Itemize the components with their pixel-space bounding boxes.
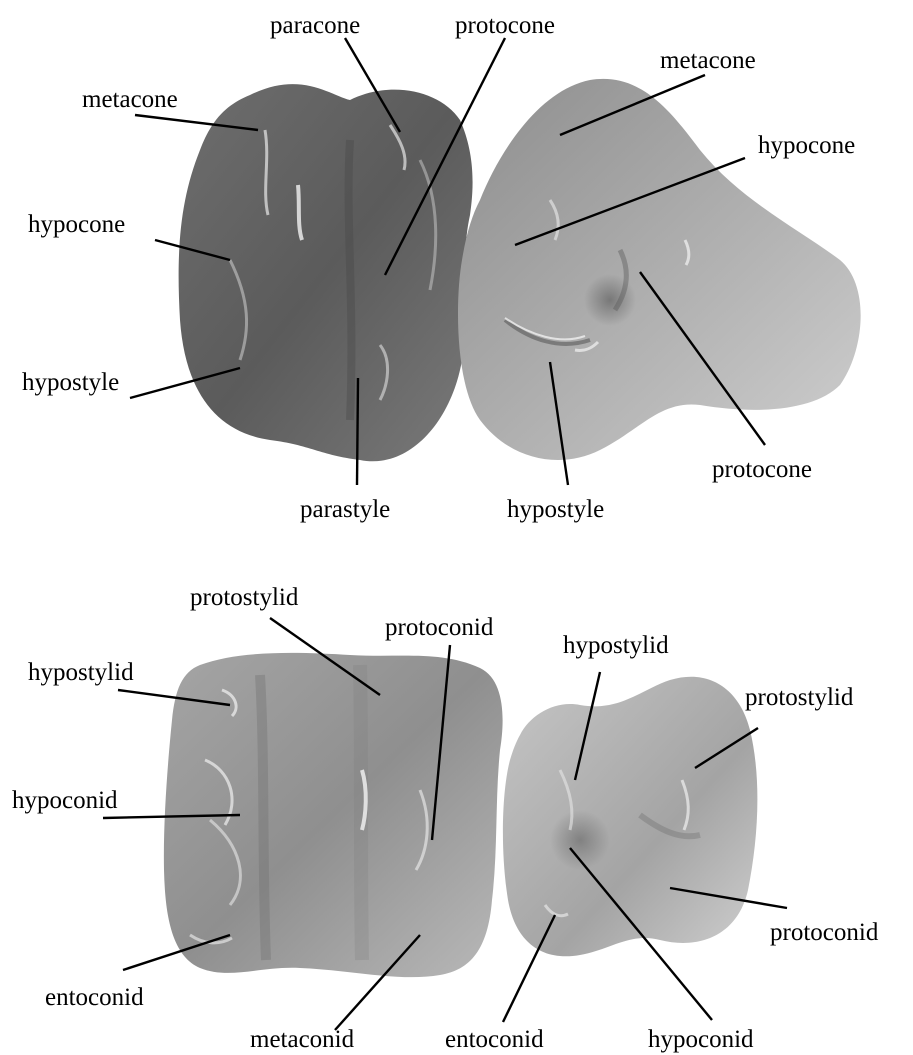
label-hypocone-left: hypocone	[28, 211, 125, 238]
label-protostylid-right: protostylid	[745, 684, 854, 711]
label-metacone-right: metacone	[660, 47, 756, 74]
label-protoconid-left: protoconid	[385, 614, 494, 641]
label-hypostylid-left: hypostylid	[28, 659, 134, 686]
label-metaconid: metaconid	[250, 1026, 355, 1053]
label-hypoconid-right: hypoconid	[648, 1026, 754, 1053]
label-hypostylid-right: hypostylid	[563, 632, 669, 659]
label-entoconid-left: entoconid	[45, 984, 144, 1011]
label-protoconid-right: protoconid	[770, 919, 879, 946]
leader-parastyle	[357, 378, 358, 485]
label-hypostyle-right: hypostyle	[507, 496, 604, 523]
upper-left-molar	[179, 84, 473, 461]
label-metacone-left: metacone	[82, 86, 178, 113]
label-hypocone-right: hypocone	[758, 132, 855, 159]
label-hypostyle-left: hypostyle	[22, 369, 119, 396]
label-parastyle: parastyle	[300, 496, 390, 523]
label-entoconid-right: entoconid	[445, 1026, 544, 1053]
label-hypoconid-left: hypoconid	[12, 787, 118, 814]
label-protocone-left: protocone	[455, 12, 555, 39]
lower-right-premolar	[503, 677, 757, 957]
label-protocone-right: protocone	[712, 456, 812, 483]
label-paracone: paracone	[270, 12, 360, 39]
label-protostylid-left: protostylid	[190, 584, 299, 611]
